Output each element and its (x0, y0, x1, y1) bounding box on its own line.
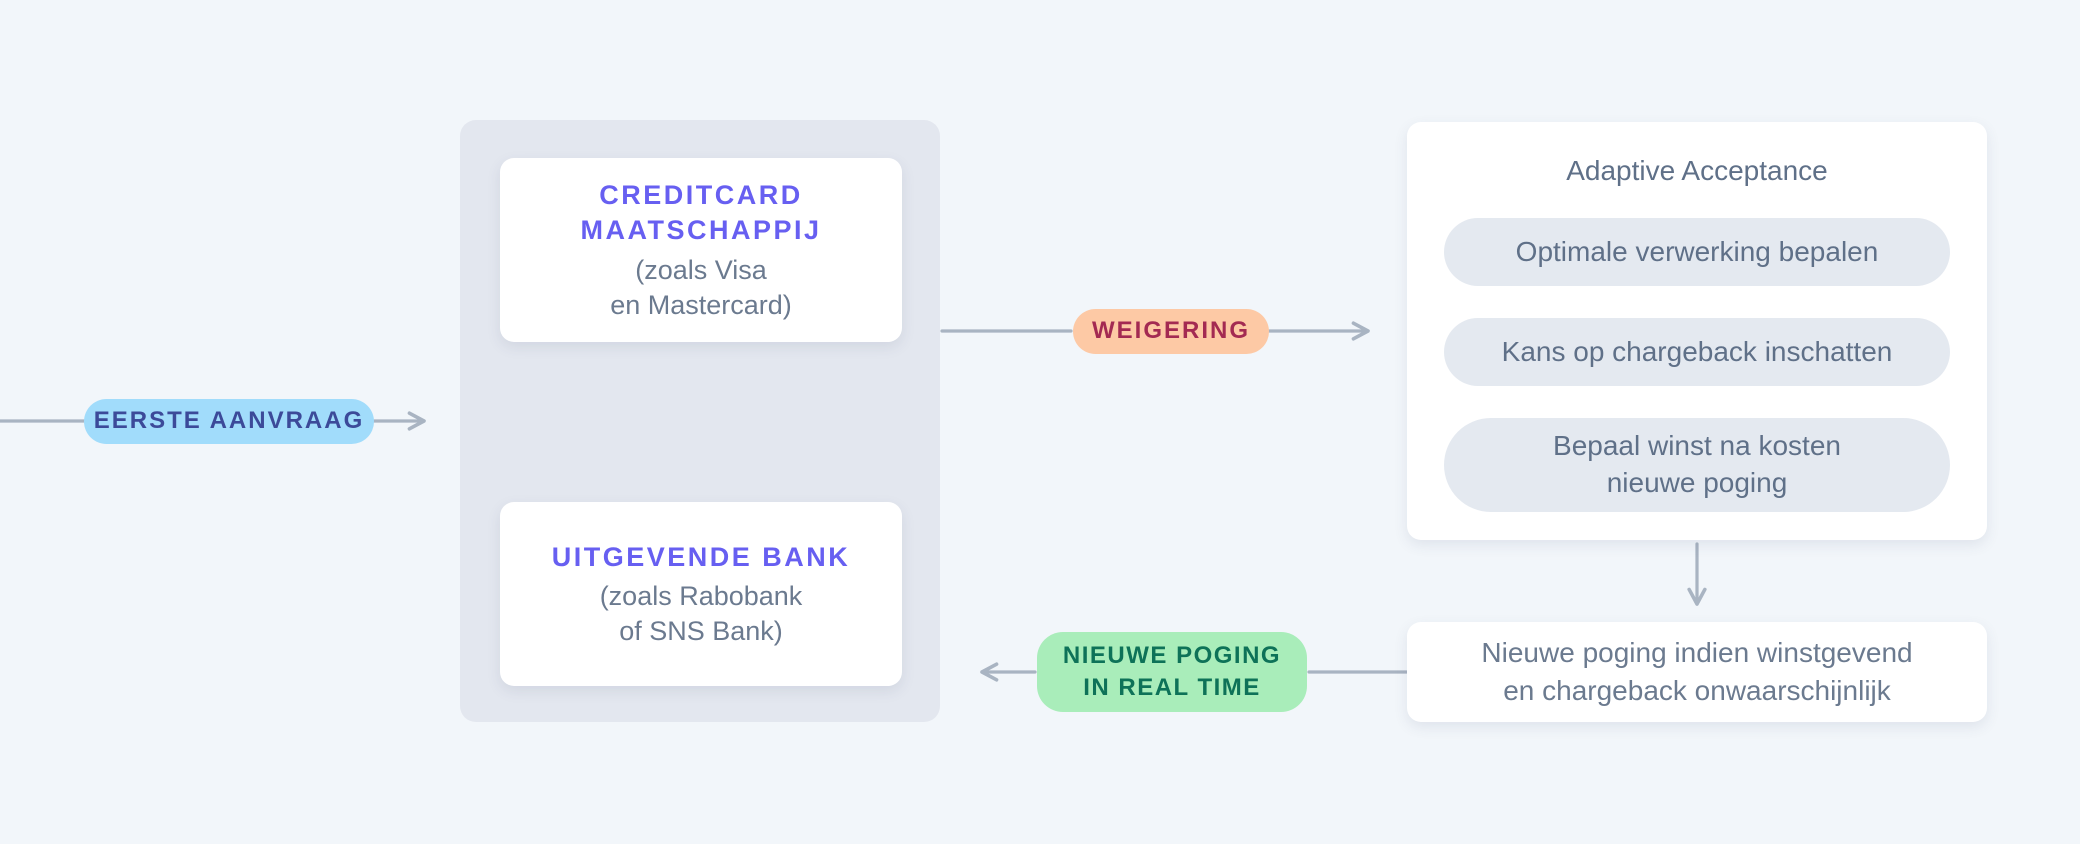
card-adaptive-acceptance: Adaptive Acceptance Optimale verwerking … (1407, 122, 1987, 540)
adaptive-step-3-line2: nieuwe poging (1606, 467, 1788, 498)
bank-title-line1: UITGEVENDE BANK (551, 541, 851, 572)
adaptive-step-3-line1: Bepaal winst na kosten (1553, 430, 1841, 462)
creditcard-title-line1: CREDITCARD (599, 179, 803, 210)
card-creditcard-maatschappij: CREDITCARD MAATSCHAPPIJ (zoals Visa en M… (500, 158, 902, 342)
adaptive-step-3: Bepaal winst na kosten nieuwe poging (1444, 418, 1950, 512)
creditcard-subtitle-line1: (zoals Visa (635, 255, 767, 286)
card-retry-decision: Nieuwe poging indien winstgevend en char… (1407, 622, 1987, 722)
adaptive-acceptance-title: Adaptive Acceptance (1566, 155, 1828, 186)
badge-eerste-aanvraag: EERSTE AANVRAAG (84, 399, 374, 444)
retry-card-line2: en chargeback onwaarschijnlijk (1503, 675, 1891, 706)
creditcard-title-line2: MAATSCHAPPIJ (580, 215, 822, 246)
badge-nieuwe-poging-line1: NIEUWE POGING (1062, 641, 1282, 669)
badge-weigering-label: WEIGERING (1091, 317, 1250, 345)
retry-card-line1: Nieuwe poging indien winstgevend (1481, 637, 1913, 669)
creditcard-subtitle-line2: en Mastercard) (610, 289, 792, 320)
badge-nieuwe-poging: NIEUWE POGING IN REAL TIME (1037, 632, 1307, 712)
badge-eerste-aanvraag-label: EERSTE AANVRAAG (93, 407, 365, 435)
bank-card-subtitle: (zoals Rabobank of SNS Bank) (600, 579, 803, 648)
creditcard-card-subtitle: (zoals Visa en Mastercard) (610, 253, 792, 322)
creditcard-card-title: CREDITCARD MAATSCHAPPIJ (580, 178, 821, 249)
badge-weigering: WEIGERING (1073, 309, 1269, 354)
adaptive-step-2: Kans op chargeback inschatten (1444, 318, 1950, 386)
bank-subtitle-line1: (zoals Rabobank (599, 581, 803, 612)
adaptive-step-1-line1: Optimale verwerking bepalen (1515, 235, 1879, 267)
adaptive-step-1: Optimale verwerking bepalen (1444, 218, 1950, 286)
card-uitgevende-bank: UITGEVENDE BANK (zoals Rabobank of SNS B… (500, 502, 902, 686)
bank-card-title: UITGEVENDE BANK (552, 540, 851, 576)
badge-nieuwe-poging-line2: IN REAL TIME (1083, 674, 1261, 701)
adaptive-step-2-line1: Kans op chargeback inschatten (1501, 335, 1893, 367)
bank-subtitle-line2: of SNS Bank) (619, 615, 783, 646)
